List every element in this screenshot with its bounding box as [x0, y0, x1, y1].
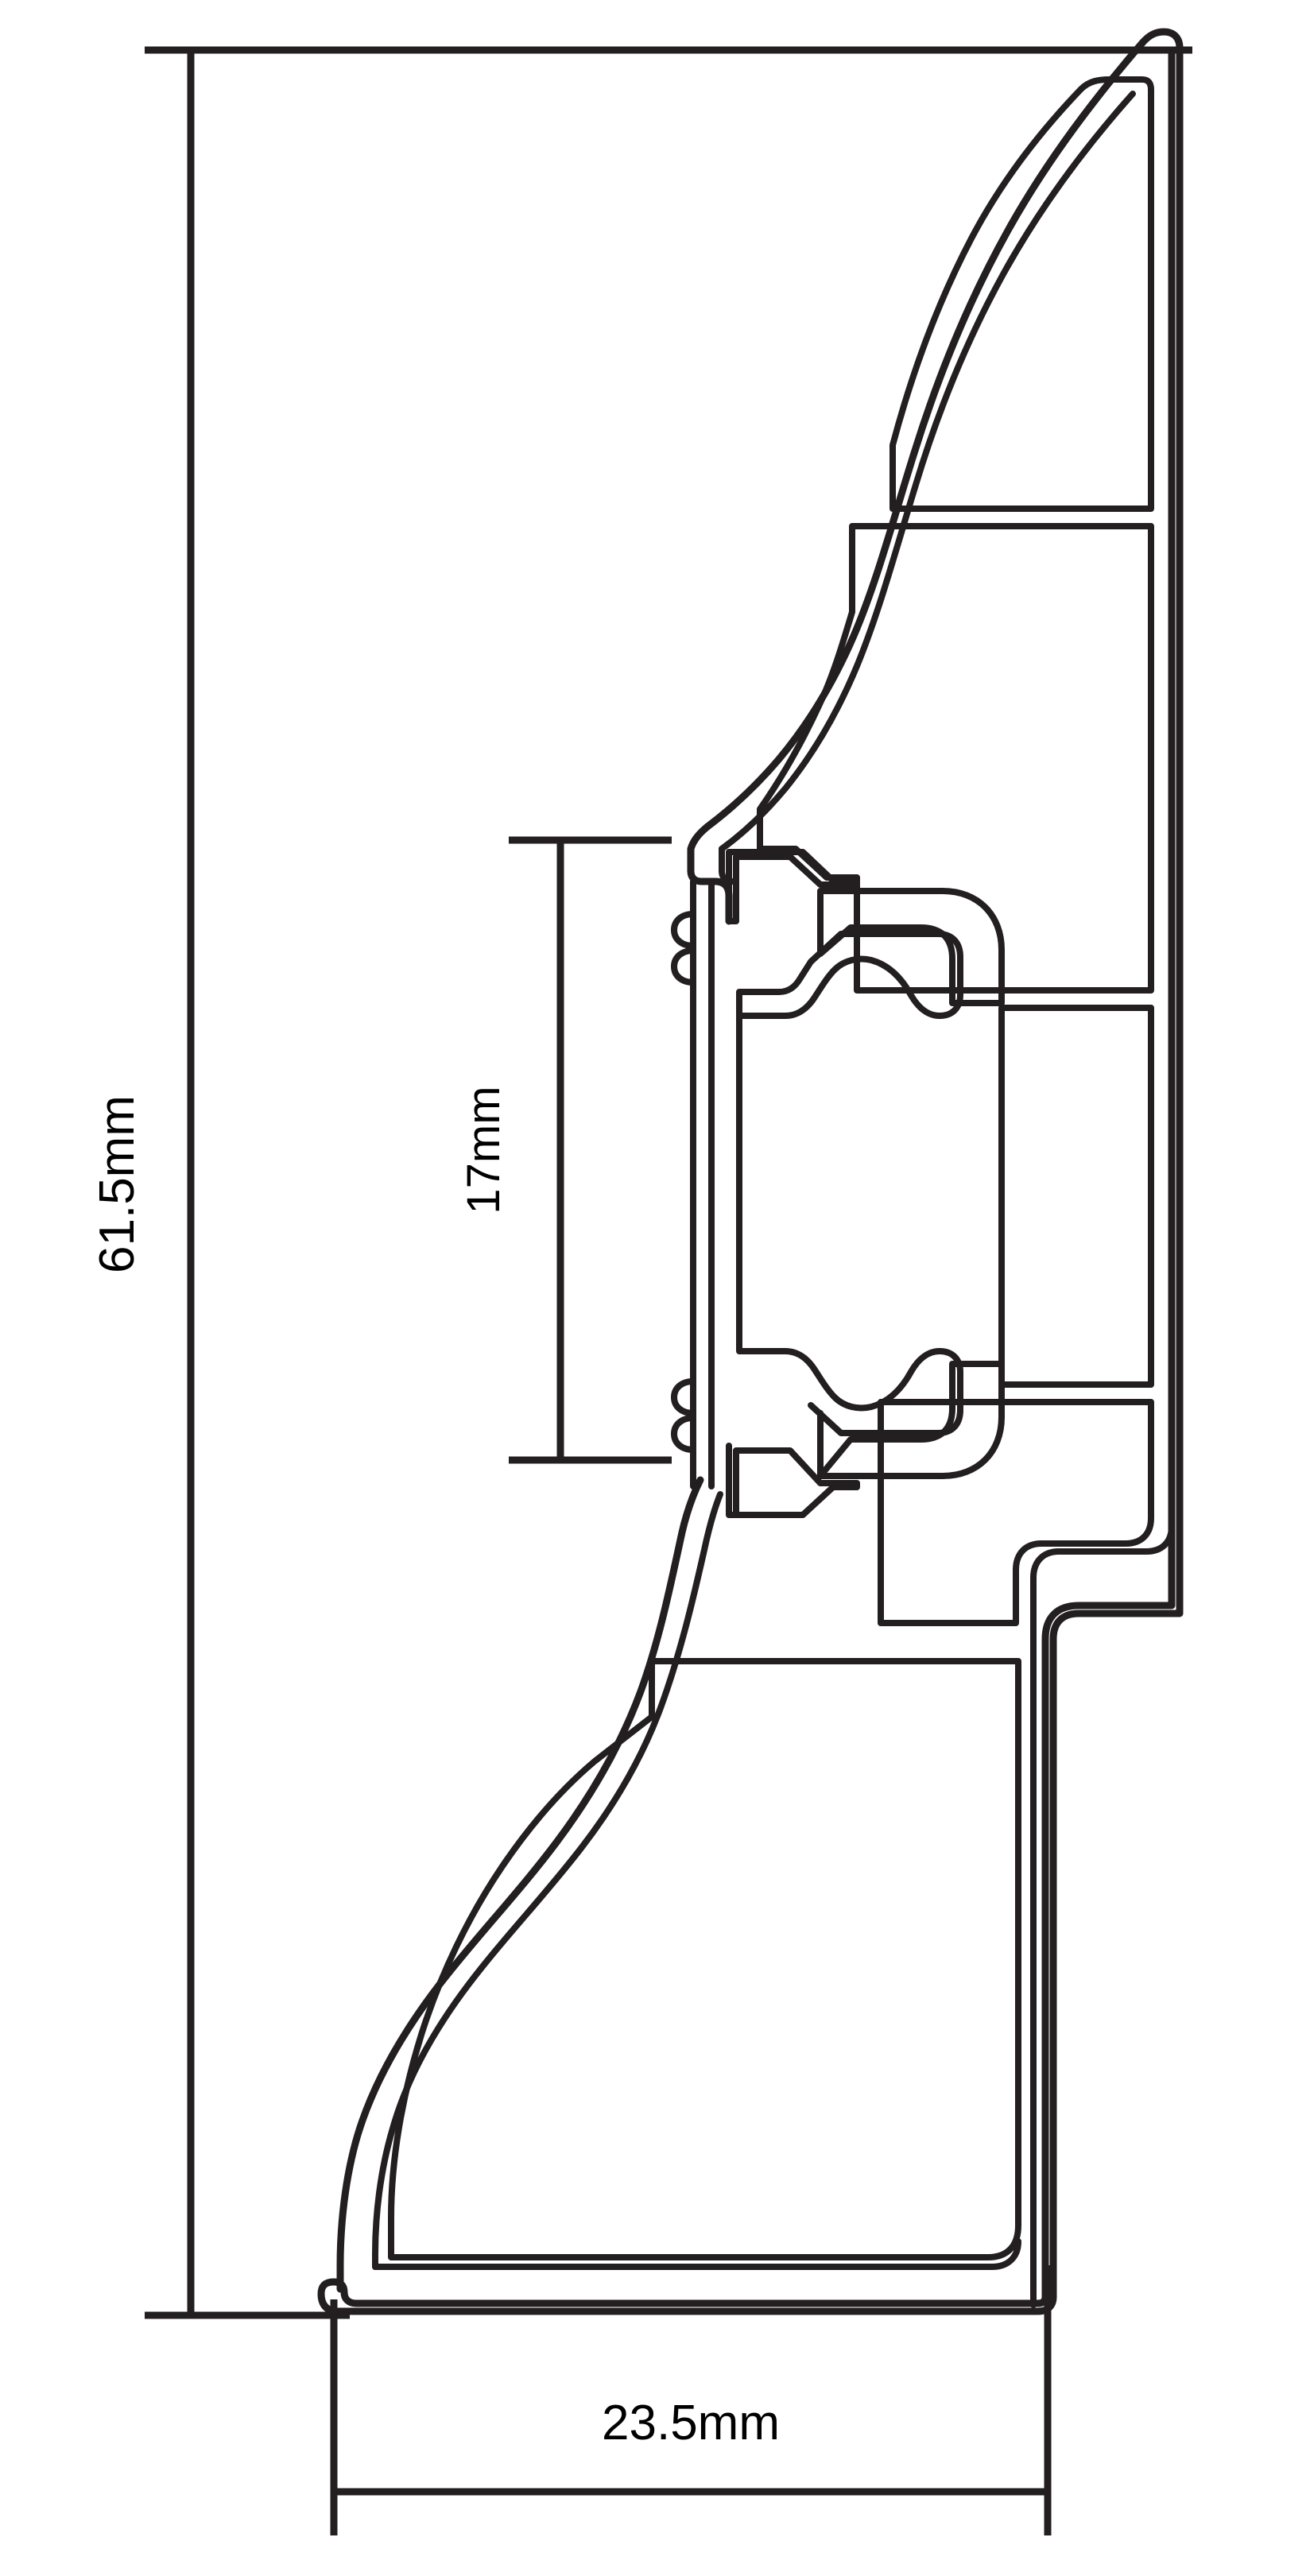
depth-dimension-label: 23.5mm — [602, 2396, 780, 2450]
chamber-third — [998, 1005, 1154, 1388]
right-wall-step — [1030, 1523, 1175, 2308]
height-dimension-label: 61.5mm — [90, 1095, 145, 1273]
chamber-bottom-outline — [388, 1658, 1021, 2260]
chamber-second-outline — [757, 523, 1154, 994]
dimension-overall-depth: 23.5mm — [330, 2265, 1052, 2535]
channel-upper-rail — [817, 888, 1005, 1006]
snap-ridge-lower-1 — [671, 1378, 696, 1416]
dimension-overall-height: 61.5mm — [90, 46, 1192, 2319]
channel-lower-rail — [817, 1361, 1005, 1479]
profile-front-face-lower — [336, 1476, 723, 2293]
chamber-fourth — [878, 1399, 1154, 1626]
chamber-bottom — [388, 1658, 1021, 2260]
profile-foot — [372, 2238, 1021, 2270]
channel-hook-upper — [736, 931, 963, 1019]
chamber-third-outline — [998, 1005, 1154, 1388]
foot-inner-edge — [372, 2238, 1021, 2270]
chamber-fourth-outline — [878, 1399, 1154, 1626]
channel-dimension-label: 17mm — [458, 1086, 510, 1214]
snap-ridges-left — [671, 911, 696, 1453]
dimension-cable-channel-height: 17mm — [458, 836, 672, 1464]
profile-outer-contour — [317, 28, 1184, 2315]
chamber-top-outline — [889, 76, 1154, 512]
profile-inner-wall — [719, 91, 1136, 885]
cable-channel-detail — [690, 849, 1005, 1518]
lower-front-outer-curve — [336, 1476, 704, 2293]
chamber-top — [889, 76, 1154, 512]
inner-face-contour-upper — [719, 91, 1136, 852]
snap-ridge-upper-2 — [671, 947, 696, 986]
chamber-second — [757, 523, 1154, 994]
channel-lower-lip — [726, 1443, 860, 1518]
snap-ridge-lower-2 — [671, 1415, 696, 1453]
right-wall-step-contour — [1030, 1523, 1175, 2308]
channel-upper-lip — [726, 849, 860, 924]
channel-interior-wall — [736, 1013, 963, 1436]
snap-ridge-upper-1 — [671, 911, 696, 949]
lower-front-inner-curve — [372, 1491, 723, 2270]
